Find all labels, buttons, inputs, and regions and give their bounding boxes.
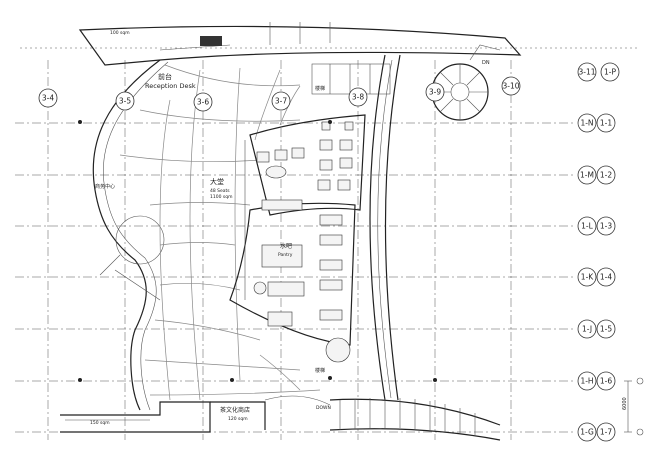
grid-bubble-1-6: 1-6 [596, 371, 616, 391]
top-grid-bubbles: 3-4 3-5 3-6 3-7 3-8 3-9 3-10 [38, 76, 521, 112]
grid-bubble-1-N: 1-N [577, 113, 597, 133]
right-facade [311, 54, 401, 401]
grid-bubble-1-P: 1-P [600, 62, 620, 82]
bottom-walls [60, 401, 266, 433]
bottom-stair [264, 395, 501, 441]
svg-text:3-7: 3-7 [275, 97, 287, 106]
reception-label-cn: 前台 [158, 72, 172, 81]
svg-text:1-P: 1-P [604, 68, 616, 77]
svg-text:1-1: 1-1 [600, 119, 612, 128]
svg-text:3-8: 3-8 [352, 93, 364, 102]
lobby-area: 1100 sqm [210, 194, 232, 200]
svg-text:1-6: 1-6 [600, 377, 612, 386]
svg-text:1-K: 1-K [581, 273, 594, 282]
grid-bubble-1-G: 1-G [577, 422, 597, 442]
svg-text:3-11: 3-11 [578, 68, 595, 77]
grid-bubble-1-L: 1-L [577, 216, 597, 236]
lobby-seats: 48 Seats [210, 188, 230, 194]
dimension-line: 6000 [622, 377, 644, 436]
grid-bubble-1-J: 1-J [577, 319, 597, 339]
room-labels: 前台 Reception Desk 大堂 48 Seats 1100 sqm 水… [90, 30, 490, 426]
top-area: 100 sqm [110, 30, 130, 36]
lobby-walls [229, 114, 366, 346]
grid-bubble-3-5: 3-5 [115, 91, 135, 111]
grid-bubble-3-4: 3-4 [38, 88, 58, 108]
dimension-label: 6000 [622, 397, 628, 410]
svg-text:3-6: 3-6 [197, 98, 209, 107]
bar-label-en: Pantry [278, 252, 293, 258]
grid-bubble-3-10: 3-10 [501, 76, 521, 96]
dn-label: DN [482, 60, 490, 66]
svg-text:1-4: 1-4 [600, 273, 612, 282]
grid-bubble-1-H: 1-H [577, 371, 597, 391]
tea-shop-area: 120 sqm [228, 416, 248, 422]
lobby-label-cn: 大堂 [210, 177, 224, 186]
grid-bubble-1-2: 1-2 [596, 165, 616, 185]
top-wall [20, 22, 640, 66]
svg-text:3-5: 3-5 [119, 97, 131, 106]
grid-bubble-1-3: 1-3 [596, 216, 616, 236]
right-grid-bubbles: 3-11 1-P 1-N 1-1 1-M 1-2 1-L 1-3 1-K 1-4… [577, 62, 620, 442]
svg-text:1-5: 1-5 [600, 325, 612, 334]
grid-bubble-3-11: 3-11 [577, 62, 597, 82]
bar-label-cn: 水吧 [280, 242, 292, 250]
svg-text:3-9: 3-9 [429, 88, 441, 97]
stair-bottom-label: 楼梯 [315, 367, 325, 374]
furniture [253, 121, 354, 363]
svg-text:1-3: 1-3 [600, 222, 612, 231]
svg-text:1-N: 1-N [580, 119, 593, 128]
left-facade [92, 59, 169, 411]
svg-text:3-10: 3-10 [502, 82, 519, 91]
stair-top-label: 楼梯 [315, 85, 325, 92]
canopy-mesh [119, 64, 321, 401]
grid-bubble-1-M: 1-M [577, 165, 597, 185]
grid-bubble-3-7: 3-7 [271, 91, 291, 111]
grid-bubble-3-6: 3-6 [193, 92, 213, 112]
svg-text:1-J: 1-J [582, 325, 592, 334]
grid-bubble-1-K: 1-K [577, 267, 597, 287]
svg-text:1-H: 1-H [580, 377, 593, 386]
grid-bubble-1-5: 1-5 [596, 319, 616, 339]
column-dots [78, 120, 437, 382]
svg-text:3-4: 3-4 [42, 94, 54, 103]
grid-bubble-1-7: 1-7 [596, 422, 616, 442]
svg-text:1-2: 1-2 [600, 171, 612, 180]
svg-text:1-L: 1-L [581, 222, 593, 231]
tea-shop-label: 茶文化商店 [220, 406, 250, 414]
grid-bubble-1-1: 1-1 [596, 113, 616, 133]
reception-label-en: Reception Desk [145, 82, 196, 90]
grid-bubble-3-9: 3-9 [425, 82, 445, 102]
svg-text:1-7: 1-7 [600, 428, 612, 437]
spiral-stair [431, 44, 501, 121]
grid-bubble-1-4: 1-4 [596, 267, 616, 287]
svg-text:1-M: 1-M [580, 171, 594, 180]
left-area-label: 商务中心 [95, 183, 115, 190]
svg-text:1-G: 1-G [580, 428, 594, 437]
down-label: DOWN [316, 405, 331, 411]
bottom-left-area: 150 sqm [90, 420, 110, 426]
grid-bubble-3-8: 3-8 [348, 87, 368, 107]
